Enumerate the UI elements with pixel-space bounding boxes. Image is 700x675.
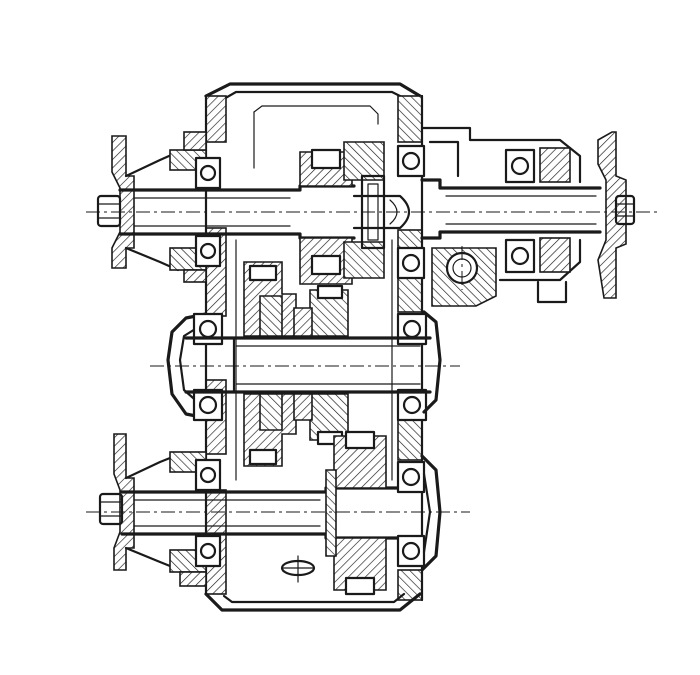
speedometer-drive [431, 247, 568, 307]
intermediate-shaft-assembly [166, 261, 442, 467]
upper-right-bearing [504, 148, 536, 274]
upper-shaft-assembly [96, 126, 636, 307]
drain-plug [280, 555, 316, 583]
upper-mid-bearing [396, 144, 426, 280]
center-lines [86, 211, 660, 513]
upper-left-bearing [194, 156, 222, 268]
lower-shaft-assembly [98, 430, 442, 596]
